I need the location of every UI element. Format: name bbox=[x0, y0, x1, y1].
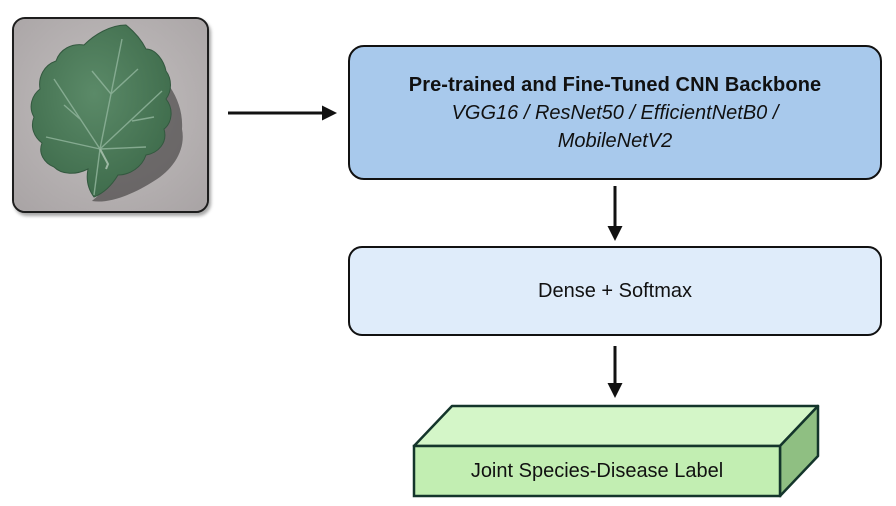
output-label: Joint Species-Disease Label bbox=[470, 459, 724, 482]
output-block-front bbox=[412, 444, 782, 498]
backbone-title: Pre-trained and Fine-Tuned CNN Backbone bbox=[408, 73, 822, 96]
output-block-top bbox=[412, 404, 820, 448]
leaf-icon bbox=[14, 19, 207, 211]
backbone-models: VGG16 / ResNet50 / EfficientNetB0 / Mobi… bbox=[451, 101, 779, 152]
input-leaf-image bbox=[12, 17, 209, 213]
dense-softmax-box: Dense + Softmax bbox=[348, 246, 882, 336]
output-block bbox=[412, 404, 820, 498]
cnn-backbone-box: Pre-trained and Fine-Tuned CNN Backbone … bbox=[348, 45, 882, 180]
dense-softmax-label: Dense + Softmax bbox=[538, 279, 692, 302]
